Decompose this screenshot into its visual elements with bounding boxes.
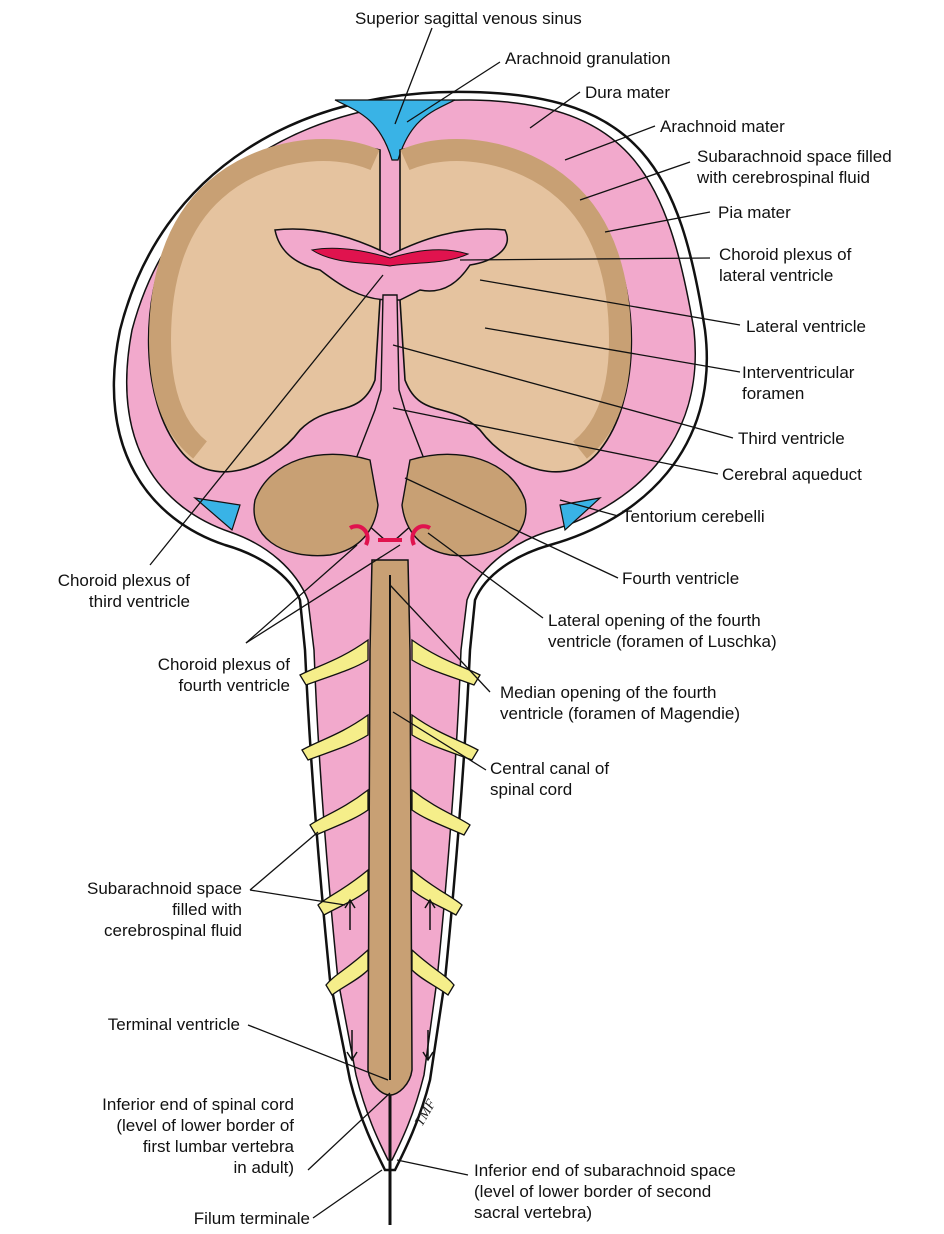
label-dura-mater: Dura mater: [585, 82, 670, 103]
label-central-canal: Central canal of spinal cord: [490, 758, 609, 800]
label-choroid-plexus-third: Choroid plexus of third ventricle: [4, 570, 190, 612]
label-arachnoid-granulation: Arachnoid granulation: [505, 48, 670, 69]
label-terminal-ventricle: Terminal ventricle: [40, 1014, 240, 1035]
label-lateral-ventricle: Lateral ventricle: [746, 316, 866, 337]
label-choroid-plexus-lateral: Choroid plexus of lateral ventricle: [719, 244, 851, 286]
label-fourth-ventricle: Fourth ventricle: [622, 568, 739, 589]
label-subarachnoid-space-spinal: Subarachnoid space filled with cerebrosp…: [30, 878, 242, 941]
label-cerebral-aqueduct: Cerebral aqueduct: [722, 464, 862, 485]
label-superior-sagittal-venous-sinus: Superior sagittal venous sinus: [355, 8, 575, 29]
label-arachnoid-mater: Arachnoid mater: [660, 116, 785, 137]
label-inferior-end-subarachnoid: Inferior end of subarachnoid space (leve…: [474, 1160, 736, 1223]
label-inferior-end-spinal-cord: Inferior end of spinal cord (level of lo…: [40, 1094, 294, 1178]
label-subarachnoid-space-brain: Subarachnoid space filled with cerebrosp…: [697, 146, 892, 188]
label-choroid-plexus-fourth: Choroid plexus of fourth ventricle: [100, 654, 290, 696]
label-tentorium-cerebelli: Tentorium cerebelli: [622, 506, 765, 527]
label-pia-mater: Pia mater: [718, 202, 791, 223]
label-lateral-opening-fourth: Lateral opening of the fourth ventricle …: [548, 610, 777, 652]
label-interventricular-foramen: Interventricular foramen: [742, 362, 854, 404]
label-filum-terminale: Filum terminale: [120, 1208, 310, 1229]
label-third-ventricle: Third ventricle: [738, 428, 845, 449]
label-median-opening-fourth: Median opening of the fourth ventricle (…: [500, 682, 740, 724]
